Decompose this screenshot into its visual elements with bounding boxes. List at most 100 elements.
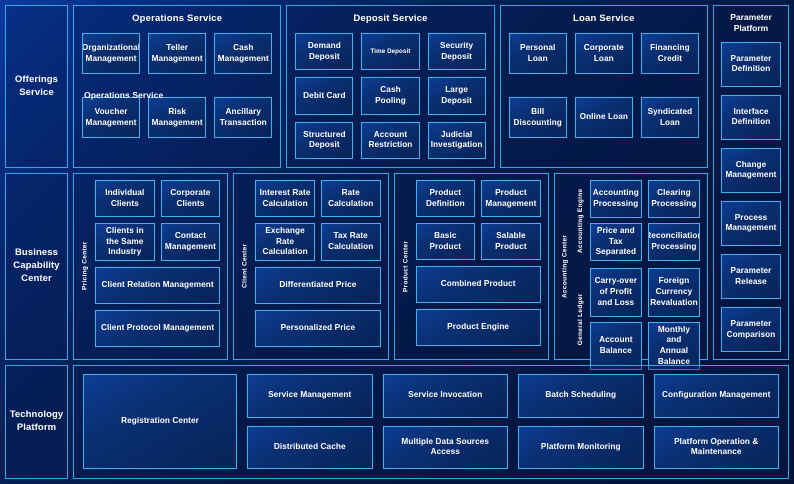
tile-personalized-price[interactable]: Personalized Price [255, 309, 381, 347]
tile-individual-clients[interactable]: Individual Clients [95, 180, 155, 217]
tile-risk-management[interactable]: Risk Management [148, 97, 207, 138]
tile-process-management[interactable]: Process Management [721, 200, 781, 246]
tile-accounting-processing[interactable]: Accounting Processing [589, 180, 642, 218]
tile-cash-pooling[interactable]: Cash Pooling [361, 77, 420, 115]
center-pricing: Pricing Center Individual Clients Corpor… [73, 173, 229, 360]
tile-account-balance[interactable]: Account Balance [589, 321, 642, 371]
center-product-pair-2: Basic Product Salable Product [415, 223, 541, 260]
center-pricing-pair-1: Individual Clients Corporate Clients [95, 180, 221, 217]
tile-batch-scheduling[interactable]: Batch Scheduling [518, 374, 644, 418]
tile-demand-deposit[interactable]: Demand Deposit [295, 33, 354, 71]
tile-clients-in-the-same-industry[interactable]: Clients in the Same Industry [95, 223, 155, 261]
operations-service-tiles: Organizational Management Teller Managem… [82, 33, 273, 159]
tile-interface-definition[interactable]: Interface Definition [721, 94, 781, 140]
technology-platform-body: Registration Center Service Management S… [73, 365, 789, 479]
rail-label-technology-platform: Technology Platform [5, 365, 68, 479]
tile-syndicated-loan[interactable]: Syndicated Loan [640, 97, 699, 138]
tile-rate-calculation[interactable]: Rate Calculation [320, 180, 381, 217]
center-product-vertical-label: Product Center [402, 240, 409, 292]
tile-large-deposit[interactable]: Large Deposit [427, 77, 486, 115]
tile-structured-deposit[interactable]: Structured Deposit [295, 121, 354, 159]
tile-registration-center[interactable]: Registration Center [83, 374, 237, 469]
tile-time-deposit[interactable]: Time Deposit [361, 33, 420, 71]
group-loan-service-title: Loan Service [573, 13, 635, 24]
tile-online-loan[interactable]: Online Loan [574, 97, 633, 138]
tile-product-management[interactable]: Product Management [481, 180, 541, 217]
tile-client-protocol-management[interactable]: Client Protocol Management [95, 309, 221, 347]
rail-label-offerings-service-text: Offerings Service [14, 73, 59, 98]
tile-debit-card[interactable]: Debit Card [295, 77, 354, 115]
tile-service-invocation[interactable]: Service Invocation [382, 374, 508, 418]
tile-foreign-currency-revaluation[interactable]: Foreign Currency Revaluation [647, 267, 700, 317]
tile-combined-product[interactable]: Combined Product [415, 266, 541, 303]
subsection-accounting-engine-vertical-label: Accounting Engine [576, 188, 584, 253]
center-client-pair-1: Interest Rate Calculation Rate Calculati… [255, 180, 381, 217]
tile-parameter-release[interactable]: Parameter Release [721, 254, 781, 300]
tile-parameter-comparison[interactable]: Parameter Comparison [721, 307, 781, 353]
parameter-platform-rail: Parameter Platform Parameter Definition … [713, 5, 789, 360]
technology-platform-tiles: Service Management Service Invocation Ba… [247, 374, 779, 469]
accounting-engine-tiles: Accounting Processing Clearing Processin… [587, 180, 700, 261]
tile-bill-discounting[interactable]: Bill Discounting [508, 97, 567, 138]
parameter-platform-title: Parameter Platform [730, 12, 772, 34]
center-accounting: Accounting Center Accounting Engine Acco… [553, 173, 708, 371]
group-operations-service: Operations Service Operations Service Or… [73, 5, 282, 168]
center-product-body: Product Definition Product Management Ba… [413, 180, 541, 352]
tile-corporate-loan[interactable]: Corporate Loan [574, 33, 633, 74]
tile-parameter-definition[interactable]: Parameter Definition [721, 41, 781, 87]
tile-monthly-and-annual-balance[interactable]: Monthly and Annual Balance [647, 321, 700, 371]
tile-contact-management[interactable]: Contact Management [160, 223, 221, 261]
tile-salable-product[interactable]: Salable Product [481, 223, 541, 260]
tile-clearing-processing[interactable]: Clearing Processing [647, 180, 700, 218]
tile-tax-rate-calculation[interactable]: Tax Rate Calculation [320, 223, 381, 261]
tile-platform-monitoring[interactable]: Platform Monitoring [518, 425, 644, 469]
deposit-service-tiles: Demand Deposit Time Deposit Security Dep… [295, 33, 486, 159]
tile-reconciliation-processing[interactable]: Reconciliation Processing [647, 222, 700, 261]
center-pricing-body: Individual Clients Corporate Clients Cli… [92, 180, 221, 352]
tile-change-management[interactable]: Change Management [721, 147, 781, 193]
rail-label-offerings-service: Offerings Service [5, 5, 68, 168]
general-ledger-tiles: Carry-over of Profit and Loss Foreign Cu… [587, 267, 700, 371]
center-accounting-vertical-label: Accounting Center [561, 234, 569, 298]
tile-basic-product[interactable]: Basic Product [415, 223, 476, 260]
tile-client-relation-management[interactable]: Client Relation Management [95, 266, 221, 304]
offerings-service-row: Offerings Service Operations Service Ope… [5, 5, 789, 168]
tile-product-definition[interactable]: Product Definition [415, 180, 476, 217]
tile-multiple-data-sources-access[interactable]: Multiple Data Sources Access [382, 425, 508, 469]
center-pricing-vertical-label: Pricing Center [81, 241, 89, 291]
tile-price-and-tax-separated[interactable]: Price and Tax Separated [589, 222, 642, 261]
center-accounting-body: Accounting Engine Accounting Processing … [572, 180, 700, 371]
subsection-general-ledger-vertical-label: General Ledger [576, 293, 584, 346]
tile-exchange-rate-calculation[interactable]: Exchange Rate Calculation [255, 223, 315, 261]
tile-platform-operation-maintenance[interactable]: Platform Operation & Maintenance [653, 425, 779, 469]
tile-differentiated-price[interactable]: Differentiated Price [255, 266, 381, 304]
tile-security-deposit[interactable]: Security Deposit [427, 33, 486, 71]
center-client: Client Center Interest Rate Calculation … [233, 173, 389, 360]
center-client-vertical-label: Client Center [241, 243, 249, 289]
tile-configuration-management[interactable]: Configuration Management [653, 374, 779, 418]
loan-service-tiles: Personal Loan Corporate Loan Financing C… [508, 33, 699, 159]
tile-teller-management[interactable]: Teller Management [148, 33, 207, 74]
offerings-groups: Operations Service Operations Service Or… [73, 5, 708, 168]
center-pricing-pair-2: Clients in the Same Industry Contact Man… [95, 223, 221, 261]
tile-financing-credit[interactable]: Financing Credit [640, 33, 699, 74]
tile-ancillary-transaction[interactable]: Ancillary Transaction [214, 97, 273, 138]
group-deposit-service-title: Deposit Service [353, 13, 428, 24]
tile-service-management[interactable]: Service Management [247, 374, 373, 418]
rail-label-technology-platform-text: Technology Platform [9, 409, 64, 433]
tile-account-restriction[interactable]: Account Restriction [361, 121, 420, 159]
tile-cash-management[interactable]: Cash Management [214, 33, 273, 74]
tile-organizational-management[interactable]: Organizational Management [82, 33, 141, 74]
tile-voucher-management[interactable]: Voucher Management [82, 97, 141, 138]
tile-interest-rate-calculation[interactable]: Interest Rate Calculation [255, 180, 315, 217]
business-centers: Pricing Center Individual Clients Corpor… [73, 173, 708, 371]
group-loan-service: Loan Service Personal Loan Corporate Loa… [499, 5, 708, 168]
tile-judicial-investigation[interactable]: Judicial Investigation [427, 121, 486, 159]
center-product-pair-1: Product Definition Product Management [415, 180, 541, 217]
tile-corporate-clients[interactable]: Corporate Clients [160, 180, 221, 217]
tile-personal-loan[interactable]: Personal Loan [508, 33, 567, 74]
tile-product-engine[interactable]: Product Engine [415, 309, 541, 346]
tile-carry-over-of-profit-and-loss[interactable]: Carry-over of Profit and Loss [589, 267, 642, 317]
tile-distributed-cache[interactable]: Distributed Cache [247, 425, 373, 469]
